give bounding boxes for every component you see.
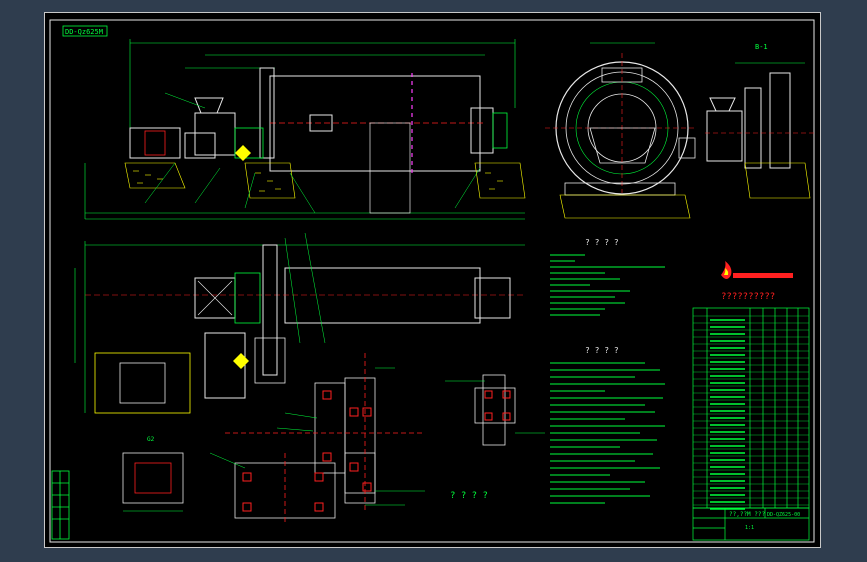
bearing-right — [470, 107, 494, 154]
foundation-detail — [209, 353, 545, 523]
feed-hopper — [194, 97, 224, 114]
tag-box — [62, 25, 108, 37]
detail-g2 — [122, 452, 184, 504]
title-block — [692, 507, 810, 541]
elevation-view — [84, 39, 526, 220]
foundation-left — [124, 162, 296, 199]
motor — [129, 127, 181, 159]
tech-requirements — [550, 362, 665, 504]
manhole — [309, 114, 333, 132]
reducer — [184, 132, 216, 159]
discharge-box — [369, 122, 411, 214]
revision-block — [51, 470, 70, 540]
parts-list — [692, 307, 810, 509]
section-foundation — [559, 194, 691, 219]
plan-cylinder — [284, 267, 481, 324]
company-logo — [721, 261, 793, 279]
drawing-tag: DD-Qz625M — [65, 28, 103, 36]
drive-foundation — [94, 352, 191, 414]
parts-rows — [693, 315, 809, 510]
section-label: B-1 — [755, 43, 768, 51]
base-frame — [564, 182, 676, 196]
plan-gear — [262, 244, 278, 376]
foundation-right — [474, 162, 526, 199]
detail-label: G2 — [147, 436, 155, 443]
drawing-number: DD-QZ625-00 — [767, 512, 800, 518]
drawing-name: ??,??M ??? — [729, 511, 766, 518]
bottom-note: ? ? ? ? — [450, 491, 488, 501]
section-view: B-1 — [545, 42, 768, 219]
warning-marker — [235, 145, 251, 161]
girth-gear — [259, 67, 275, 159]
cad-drawing: DD-Qz625M — [49, 19, 815, 543]
drawing-sheet: DD-Qz625M — [44, 12, 821, 548]
tech-params — [550, 254, 665, 316]
scale-note: 1:1 — [745, 525, 754, 531]
tech-title-2: ? ? ? ? — [585, 346, 619, 355]
mill-cylinder — [269, 75, 481, 172]
discharge-chute — [589, 127, 656, 164]
side-elevation — [705, 62, 815, 199]
tech-title-1: ? ? ? ? — [585, 238, 619, 247]
plan-view — [74, 232, 525, 414]
company-name: ?????????? — [721, 292, 775, 302]
inner-frame — [49, 19, 815, 543]
